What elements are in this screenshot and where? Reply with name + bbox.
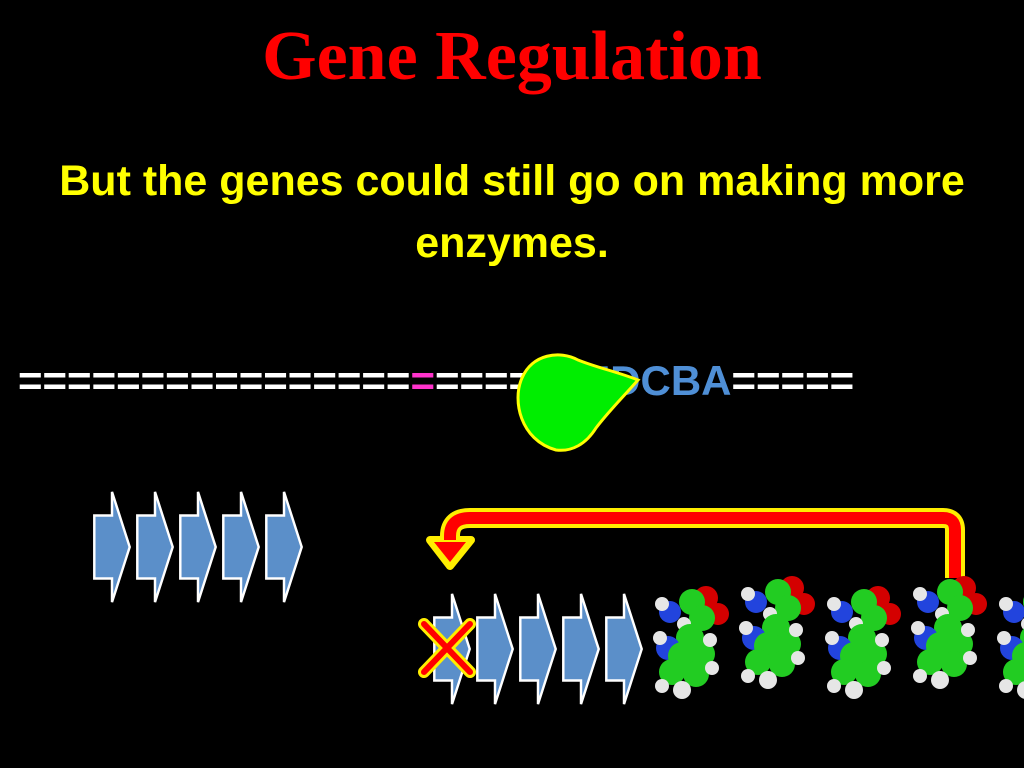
product-molecule-icon bbox=[825, 586, 901, 699]
enzyme-arrow-icon bbox=[265, 490, 303, 604]
feedback-arrow-icon bbox=[426, 508, 965, 578]
inhibition-x-icon bbox=[418, 618, 476, 678]
product-molecule-icon bbox=[997, 586, 1024, 699]
enzyme-arrow-icon bbox=[179, 490, 217, 604]
dna-left-segment: ================ bbox=[18, 357, 411, 404]
dna-operator-segment: = bbox=[410, 357, 435, 404]
pathway-enzymes bbox=[433, 592, 643, 706]
enzyme-arrow-icon bbox=[222, 490, 260, 604]
slide-subtitle: But the genes could still go on making m… bbox=[59, 157, 965, 267]
product-molecules bbox=[653, 576, 1024, 699]
enzyme-arrow-icon bbox=[605, 592, 643, 706]
product-molecule-icon bbox=[739, 576, 815, 689]
enzyme-arrow-icon bbox=[93, 490, 131, 604]
product-molecule-icon bbox=[653, 586, 729, 699]
dna-right-segment: ===== bbox=[731, 357, 855, 404]
slide-title: Gene Regulation bbox=[262, 18, 762, 95]
enzyme-arrow-icon bbox=[562, 592, 600, 706]
product-molecule-icon bbox=[911, 576, 987, 689]
enzyme-arrow-icon bbox=[136, 490, 174, 604]
repressor-protein-icon bbox=[516, 353, 641, 452]
free-enzymes bbox=[93, 490, 303, 604]
enzyme-arrow-icon bbox=[519, 592, 557, 706]
enzyme-arrow-icon bbox=[476, 592, 514, 706]
